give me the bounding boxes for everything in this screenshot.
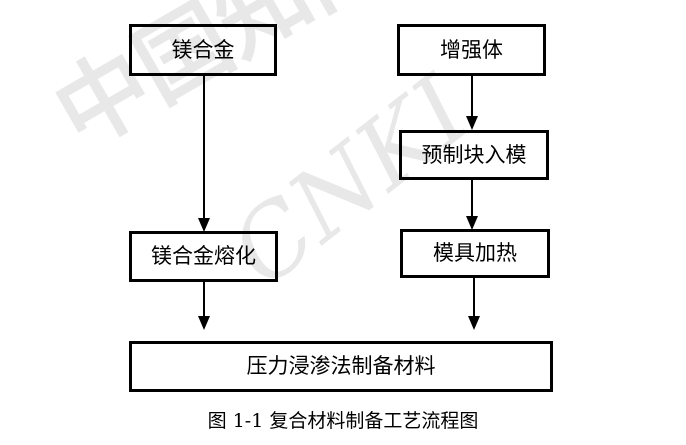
node-reinforcement: 增强体 xyxy=(397,24,546,76)
figure-caption: 图 1-1 复合材料制备工艺流程图 xyxy=(207,410,479,432)
arrowhead xyxy=(466,116,478,130)
arrowhead xyxy=(466,216,478,230)
node-label: 增强体 xyxy=(440,37,503,62)
node-label: 镁合金 xyxy=(171,37,235,62)
arrowhead xyxy=(198,218,210,232)
node-preform-into-mold: 预制块入模 xyxy=(399,130,549,180)
node-pressure-infiltration: 压力浸渗法制备材料 xyxy=(129,341,553,392)
arrowhead xyxy=(468,316,480,330)
node-label: 镁合金熔化 xyxy=(151,244,256,268)
node-magnesium-alloy-melting: 镁合金熔化 xyxy=(129,231,278,282)
node-label: 压力浸渗法制备材料 xyxy=(246,354,436,378)
node-magnesium-alloy: 镁合金 xyxy=(129,24,277,76)
arrowhead xyxy=(198,316,210,330)
node-label: 预制块入模 xyxy=(421,142,527,167)
node-label: 模具加热 xyxy=(433,241,517,265)
node-mold-heating: 模具加热 xyxy=(400,229,550,278)
